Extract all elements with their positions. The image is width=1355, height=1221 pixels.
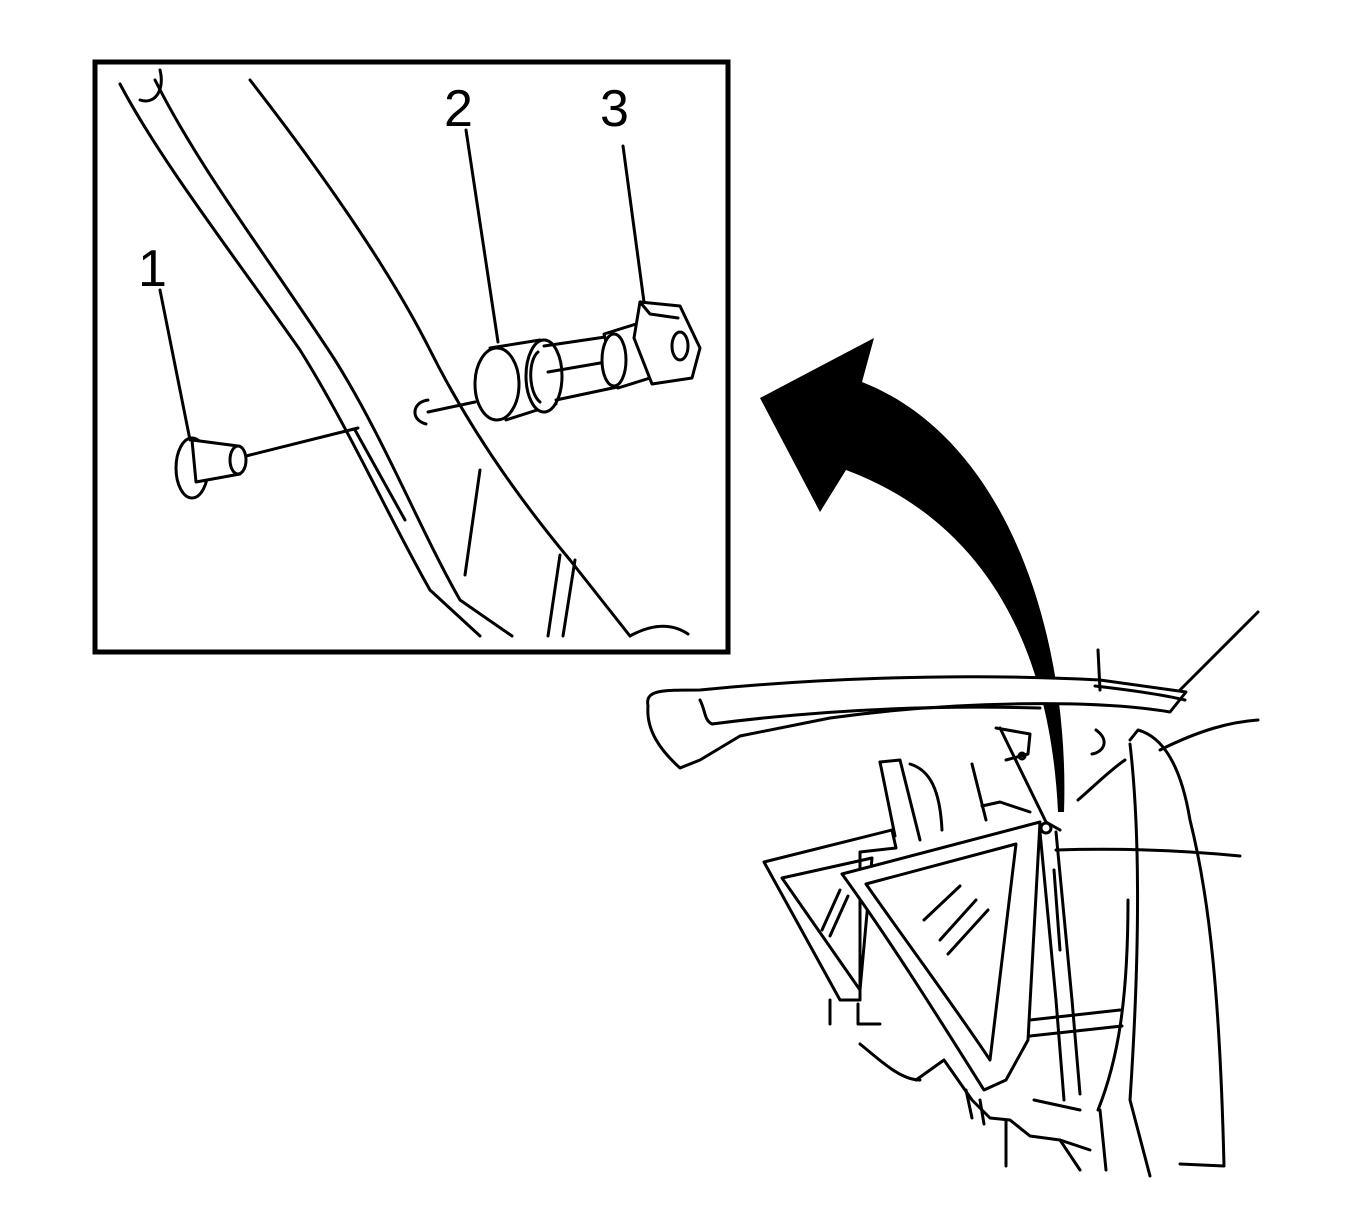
rear-quarter-window [762,828,898,1026]
main-view [646,610,1260,1178]
regulator-channels [1028,830,1124,1102]
frame-channel [118,68,690,638]
mounting-hole [413,398,477,426]
door-structure [878,726,1062,842]
callout-3: 3 [600,80,629,138]
leader-lines [158,128,646,442]
part-2-bushing [473,338,564,422]
part-3-nut [600,300,702,390]
shaft [542,334,624,402]
zoom-arrow [760,338,1065,812]
door-quarter-glass [840,820,1042,1092]
callout-1: 1 [138,240,167,298]
part-1-pin [174,426,360,500]
roof-rail [646,610,1260,770]
callout-2: 2 [444,80,473,138]
detail-inset: 1 2 3 [92,59,731,655]
door-body [858,718,1260,1178]
